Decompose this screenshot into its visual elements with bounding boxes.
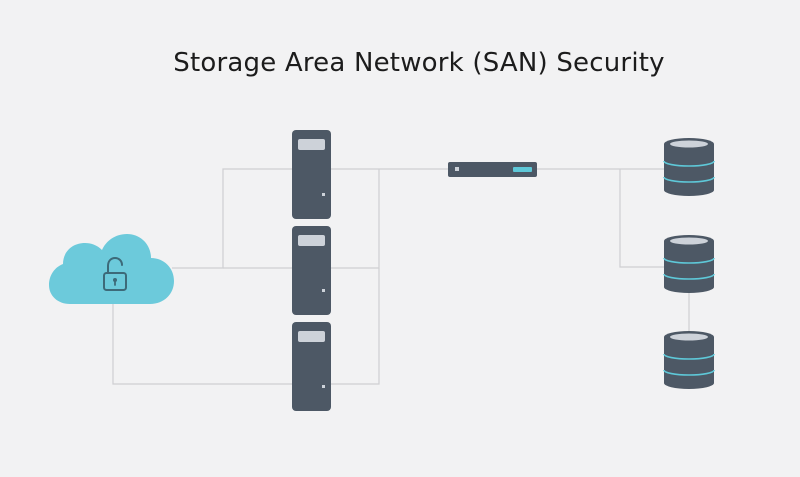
diagram-title: Storage Area Network (SAN) Security: [173, 48, 665, 78]
edge-server-2-switch: [331, 169, 380, 269]
edge-cloud-server-3: [112, 300, 292, 385]
database-icon: [663, 138, 715, 196]
server-tower-icon: [292, 130, 331, 219]
database-icon: [663, 331, 715, 389]
edge-cloud-server-1: [172, 168, 292, 269]
connection-lines: [112, 168, 690, 385]
cloud-lock-icon: [49, 234, 174, 304]
edge-switch-storage-2: [619, 169, 664, 268]
edge-server-3-switch: [331, 268, 380, 385]
server-tower-icon: [292, 226, 331, 315]
server-tower-icon: [292, 322, 331, 411]
database-icon: [663, 235, 715, 293]
network-switch-icon: [448, 162, 537, 177]
